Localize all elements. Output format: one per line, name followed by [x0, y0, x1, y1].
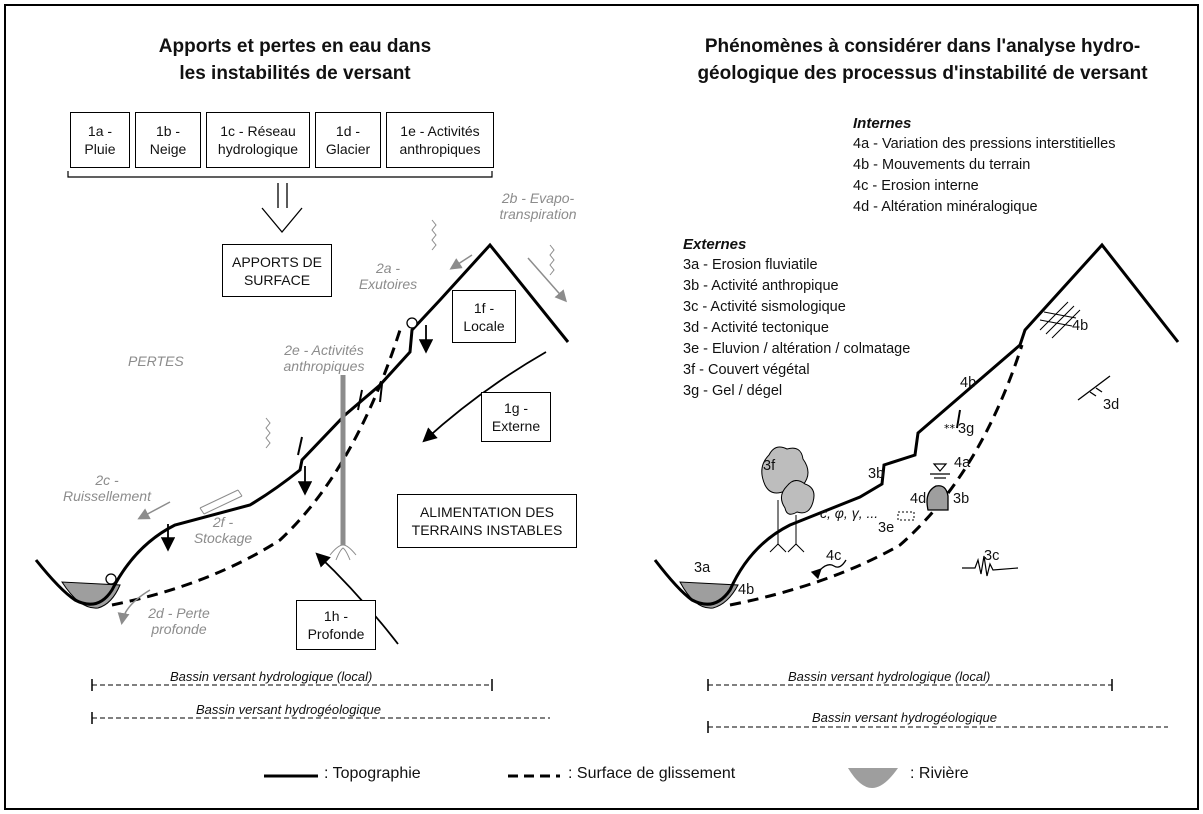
externes-heading: Externes — [683, 236, 747, 253]
right-basin-hydro: Bassin versant hydrogéologique — [812, 710, 998, 725]
externes-item: 3c - Activité sismologique — [683, 299, 846, 315]
marker-4b-mid: 4b — [960, 375, 977, 391]
internes-item: 4d - Altération minéralogique — [853, 199, 1038, 215]
locale-box: 1f -Locale — [452, 290, 516, 343]
right-title-line1: Phénomènes à considérer dans l'analyse h… — [704, 36, 1141, 57]
input-box-pluie: 1a -Pluie — [70, 112, 130, 168]
externe-box: 1g -Externe — [481, 392, 551, 442]
legend-river: : Rivière — [910, 765, 969, 782]
seismic-icon — [962, 555, 1019, 577]
fault-hatch-icon — [1039, 301, 1081, 339]
left-title-line2: les instabilités de versant — [179, 63, 411, 84]
marker-3f: 3f — [763, 458, 776, 474]
figure-frame — [4, 4, 1199, 810]
marker-3b-rock: 3b — [953, 491, 970, 507]
marker-4d: 4d — [910, 491, 927, 507]
marker-3g: 3g — [958, 421, 975, 437]
pertes-label: PERTES — [128, 353, 184, 369]
vegetation-icon — [761, 446, 815, 553]
externes-list: Externes 3a - Erosion fluviatile 3b - Ac… — [683, 234, 910, 402]
marker-3b-step: 3b — [868, 466, 885, 482]
externes-item: 3d - Activité tectonique — [683, 320, 829, 336]
externes-item: 3b - Activité anthropique — [683, 278, 839, 294]
parameters-label: c, φ, γ, ... — [820, 505, 879, 521]
topography-left — [34, 242, 570, 606]
right-title-line2: géologique des processus d'instabilité d… — [697, 63, 1148, 84]
left-basin-hydro: Bassin versant hydrogéologique — [196, 702, 382, 717]
marker-4a: 4a — [954, 455, 971, 471]
internes-item: 4b - Mouvements du terrain — [853, 157, 1031, 173]
anthropic-rock-icon — [926, 485, 949, 511]
svg-text:**: ** — [944, 422, 956, 435]
slip-surface-left — [111, 329, 402, 607]
outlet-lower — [105, 573, 117, 585]
legend-topography: : Topographie — [324, 765, 421, 782]
internes-heading: Internes — [853, 115, 912, 132]
profonde-arrow — [315, 552, 399, 645]
topography-right — [653, 242, 1180, 606]
marker-4b-top: 4b — [1072, 318, 1089, 334]
left-basin-local: Bassin versant hydrologique (local) — [170, 669, 373, 684]
evapo-label: 2b - Evapo-transpiration — [499, 190, 577, 222]
marker-4c: 4c — [826, 548, 842, 564]
stockage-label: 2f -Stockage — [193, 514, 253, 546]
profonde-box: 1h -Profonde — [296, 600, 376, 650]
right-basin-local: Bassin versant hydrologique (local) — [788, 669, 991, 684]
marker-3a: 3a — [694, 560, 711, 576]
legend-slip-surface: : Surface de glissement — [568, 765, 736, 782]
inputs-bracket — [67, 171, 493, 178]
internes-item: 4a - Variation des pressions interstitie… — [853, 136, 1116, 152]
externes-item: 3f - Couvert végétal — [683, 362, 810, 378]
externes-item: 3e - Eluvion / altération / colmatage — [683, 341, 911, 357]
left-title-line1: Apports et pertes en eau dans — [158, 36, 432, 57]
internes-list: Internes 4a - Variation des pressions in… — [853, 113, 1115, 218]
input-box-neige: 1b -Neige — [135, 112, 201, 168]
marker-3c: 3c — [984, 548, 1000, 564]
marker-3d: 3d — [1103, 397, 1120, 413]
legend-river-icon — [848, 768, 898, 788]
tectonic-icon — [1077, 375, 1111, 401]
ruissellement-label: 2c -Ruissellement — [63, 472, 151, 504]
externes-item: 3g - Gel / dégel — [683, 383, 783, 399]
outlet-upper — [406, 317, 418, 329]
river-left — [61, 581, 121, 609]
marker-4b-bottom: 4b — [738, 582, 755, 598]
exutoires-label: 2a -Exutoires — [358, 260, 418, 292]
water-level-icon — [930, 463, 950, 479]
internes-item: 4c - Erosion interne — [853, 178, 979, 194]
marker-3e: 3e — [878, 520, 895, 536]
apports-arrow — [261, 183, 303, 234]
slip-surface-right — [729, 344, 1024, 607]
input-box-glacier: 1d -Glacier — [315, 112, 381, 168]
externes-item: 3a - Erosion fluviatile — [683, 257, 818, 273]
